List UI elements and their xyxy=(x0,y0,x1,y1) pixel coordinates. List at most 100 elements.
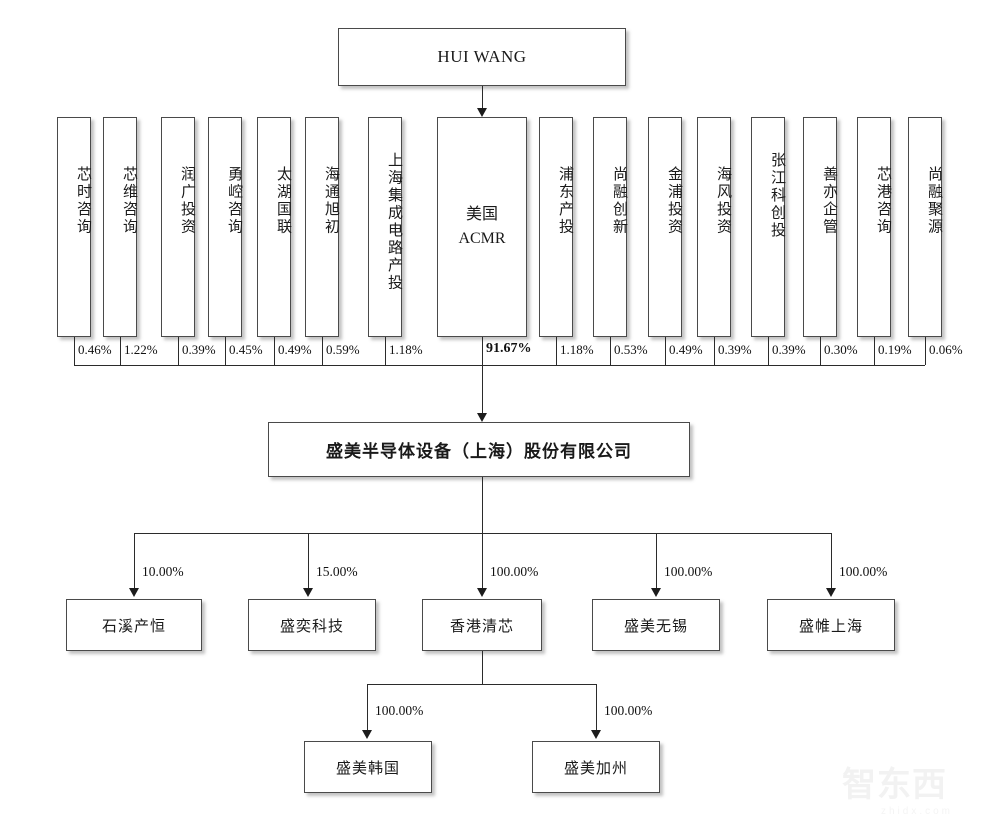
leg-sub-subsidiary-0 xyxy=(367,684,368,737)
shareholder-box-13[interactable]: 善亦企管 xyxy=(803,117,837,337)
sub-subsidiary-box-0[interactable]: 盛美韩国 xyxy=(304,741,432,793)
shareholder-label-14: 芯港咨询 xyxy=(875,166,891,236)
shareholder-percent-0: 0.46% xyxy=(78,342,112,357)
arrowhead-subsidiary-1 xyxy=(303,588,313,597)
sub-subsidiary-box-1[interactable]: 盛美加州 xyxy=(532,741,660,793)
shareholder-box-2[interactable]: 润广投资 xyxy=(161,117,195,337)
shareholder-box-4[interactable]: 太湖国联 xyxy=(257,117,291,337)
shareholder-label-0: 芯时咨询 xyxy=(75,166,91,236)
shareholder-percent-9: 0.53% xyxy=(614,342,648,357)
shareholder-percent-8: 1.18% xyxy=(560,342,594,357)
shareholder-label-6: 上海集成电路产投 xyxy=(386,152,402,292)
shareholder-label-4: 太湖国联 xyxy=(275,166,291,236)
connector-company-to-sub-rail xyxy=(482,477,483,533)
shareholder-label-8: 浦东产投 xyxy=(557,166,573,236)
shareholder-box-6[interactable]: 上海集成电路产投 xyxy=(368,117,402,337)
arrowhead-subsidiary-4 xyxy=(826,588,836,597)
shareholder-percent-13: 0.30% xyxy=(824,342,858,357)
shareholder-box-8[interactable]: 浦东产投 xyxy=(539,117,573,337)
arrowhead-sub-subsidiary-1 xyxy=(591,730,601,739)
shareholder-box-1[interactable]: 芯维咨询 xyxy=(103,117,137,337)
leg-shareholder-1 xyxy=(120,337,121,365)
leg-shareholder-14 xyxy=(874,337,875,365)
root-node-hui-wang[interactable]: HUI WANG xyxy=(338,28,626,86)
subsidiary-label-4: 盛帷上海 xyxy=(798,618,863,635)
leg-subsidiary-1 xyxy=(308,533,309,595)
shareholder-box-11[interactable]: 海风投资 xyxy=(697,117,731,337)
shareholder-rail xyxy=(74,365,925,366)
connector-hk-to-rail xyxy=(482,651,483,684)
arrowhead-subsidiary-0 xyxy=(129,588,139,597)
company-node[interactable]: 盛美半导体设备（上海）股份有限公司 xyxy=(268,422,690,477)
shareholder-percent-7: 91.67% xyxy=(486,341,532,356)
shareholder-box-15[interactable]: 尚融聚源 xyxy=(908,117,942,337)
shareholder-label-7: 美国 ACMR xyxy=(458,206,506,247)
shareholder-label-3: 勇崆咨询 xyxy=(226,166,242,236)
leg-subsidiary-0 xyxy=(134,533,135,595)
subsidiary-label-1: 盛奕科技 xyxy=(279,618,344,635)
shareholder-box-9[interactable]: 尚融创新 xyxy=(593,117,627,337)
leg-shareholder-13 xyxy=(820,337,821,365)
leg-shareholder-5 xyxy=(322,337,323,365)
leg-shareholder-12 xyxy=(768,337,769,365)
shareholder-box-0[interactable]: 芯时咨询 xyxy=(57,117,91,337)
shareholder-label-2: 润广投资 xyxy=(179,166,195,236)
shareholder-percent-2: 0.39% xyxy=(182,342,216,357)
shareholder-percent-12: 0.39% xyxy=(772,342,806,357)
subsidiary-label-3: 盛美无锡 xyxy=(623,618,688,635)
shareholder-box-7-acmr[interactable]: 美国 ACMR xyxy=(437,117,527,337)
subsidiary-box-3[interactable]: 盛美无锡 xyxy=(592,599,720,651)
connector-rail-to-company xyxy=(482,365,483,417)
leg-shareholder-8 xyxy=(556,337,557,365)
leg-shareholder-0 xyxy=(74,337,75,365)
subsidiary-label-0: 石溪产恒 xyxy=(101,618,166,635)
leg-shareholder-7 xyxy=(482,337,483,365)
shareholder-percent-6: 1.18% xyxy=(389,342,423,357)
shareholder-label-11: 海风投资 xyxy=(715,166,731,236)
leg-shareholder-2 xyxy=(178,337,179,365)
leg-subsidiary-4 xyxy=(831,533,832,595)
subsidiary-label-2: 香港清芯 xyxy=(449,618,514,635)
subsidiary-box-1[interactable]: 盛奕科技 xyxy=(248,599,376,651)
shareholder-percent-1: 1.22% xyxy=(124,342,158,357)
shareholder-label-10: 金浦投资 xyxy=(666,166,682,236)
shareholder-label-5: 海通旭初 xyxy=(323,166,339,236)
subsidiary-box-4[interactable]: 盛帷上海 xyxy=(767,599,895,651)
watermark-mark: 智东西 xyxy=(842,766,947,804)
leg-shareholder-11 xyxy=(714,337,715,365)
root-node-label: HUI WANG xyxy=(437,47,527,66)
leg-sub-subsidiary-1 xyxy=(596,684,597,737)
shareholder-percent-10: 0.49% xyxy=(669,342,703,357)
connector-root-to-acmr xyxy=(482,86,483,112)
shareholder-label-9: 尚融创新 xyxy=(611,166,627,236)
leg-shareholder-15 xyxy=(925,337,926,365)
subsidiary-box-0[interactable]: 石溪产恒 xyxy=(66,599,202,651)
shareholder-label-13: 善亦企管 xyxy=(821,166,837,236)
company-node-label: 盛美半导体设备（上海）股份有限公司 xyxy=(326,442,632,461)
subsidiary-box-2[interactable]: 香港清芯 xyxy=(422,599,542,651)
leg-shareholder-4 xyxy=(274,337,275,365)
shareholder-box-14[interactable]: 芯港咨询 xyxy=(857,117,891,337)
leg-subsidiary-2 xyxy=(482,533,483,595)
subsidiary-percent-2: 100.00% xyxy=(490,564,539,579)
sub-subsidiary-percent-1: 100.00% xyxy=(604,703,653,718)
shareholder-box-3[interactable]: 勇崆咨询 xyxy=(208,117,242,337)
arrowhead-sub-subsidiary-0 xyxy=(362,730,372,739)
subsidiary-percent-0: 10.00% xyxy=(142,564,184,579)
shareholder-label-1: 芯维咨询 xyxy=(121,166,137,236)
subsidiary-percent-4: 100.00% xyxy=(839,564,888,579)
shareholder-box-5[interactable]: 海通旭初 xyxy=(305,117,339,337)
arrowhead-rail-to-company xyxy=(477,413,487,422)
leg-shareholder-9 xyxy=(610,337,611,365)
shareholder-box-10[interactable]: 金浦投资 xyxy=(648,117,682,337)
shareholder-box-12[interactable]: 张江科创投 xyxy=(751,117,785,337)
shareholder-percent-11: 0.39% xyxy=(718,342,752,357)
shareholder-label-15: 尚融聚源 xyxy=(926,166,942,236)
arrowhead-subsidiary-3 xyxy=(651,588,661,597)
shareholder-percent-3: 0.45% xyxy=(229,342,263,357)
leg-shareholder-3 xyxy=(225,337,226,365)
subsidiary-percent-3: 100.00% xyxy=(664,564,713,579)
leg-shareholder-6 xyxy=(385,337,386,365)
sub-subsidiary-label-1: 盛美加州 xyxy=(563,760,628,777)
